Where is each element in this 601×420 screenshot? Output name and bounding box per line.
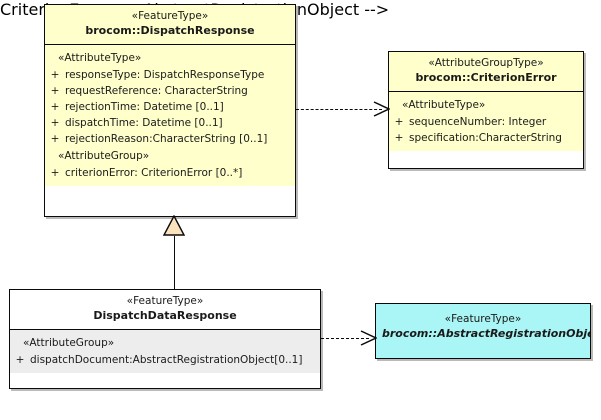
- dependency-line-abstract-registration-object: [321, 338, 369, 339]
- attribute-visibility: +: [50, 167, 60, 179]
- generalization-hollow-triangle-icon: [163, 215, 185, 236]
- class-stereotype: «AttributeGroupType»: [428, 57, 544, 69]
- uml-class-abstract-registration-object[interactable]: «FeatureType» brocom::AbstractRegistrati…: [375, 303, 591, 359]
- attribute-text: rejectionTime: Datetime [0..1]: [65, 101, 224, 113]
- attribute-row[interactable]: + specification:CharacterString: [389, 130, 583, 146]
- attribute-visibility: +: [50, 117, 60, 129]
- compartment-group-label: «AttributeGroup»: [23, 337, 115, 349]
- class-stereotype: «FeatureType»: [444, 313, 522, 325]
- attribute-visibility: +: [50, 69, 60, 81]
- attribute-visibility: +: [50, 85, 60, 97]
- class-header: «FeatureType» brocom::DispatchResponse: [45, 5, 295, 45]
- class-name: brocom::CriterionError: [415, 71, 557, 84]
- generalization-line: [174, 236, 175, 290]
- attribute-row[interactable]: + rejectionTime: Datetime [0..1]: [45, 99, 295, 115]
- attribute-text: requestReference: CharacterString: [65, 85, 248, 97]
- class-stereotype: «FeatureType»: [126, 295, 204, 307]
- attribute-row[interactable]: + sequenceNumber: Integer: [389, 114, 583, 130]
- compartment-group-label: «AttributeType»: [402, 99, 486, 111]
- uml-class-dispatch-response[interactable]: «FeatureType» brocom::DispatchResponse «…: [44, 4, 296, 217]
- attribute-row[interactable]: + dispatchDocument:AbstractRegistrationO…: [10, 352, 320, 368]
- class-body: «AttributeGroup» + dispatchDocument:Abst…: [10, 330, 320, 373]
- open-arrow-icon: [373, 101, 390, 117]
- class-name: DispatchDataResponse: [93, 309, 237, 322]
- attribute-row[interactable]: + requestReference: CharacterString: [45, 83, 295, 99]
- attribute-text: sequenceNumber: Integer: [409, 116, 547, 128]
- attribute-text: responseType: DispatchResponseType: [65, 69, 265, 81]
- class-body: «AttributeType» + responseType: Dispatch…: [45, 45, 295, 186]
- attribute-text: rejectionReason:CharacterString [0..1]: [65, 133, 268, 145]
- attribute-visibility: +: [394, 132, 404, 144]
- class-header: «AttributeGroupType» brocom::CriterionEr…: [389, 52, 583, 92]
- attribute-visibility: +: [15, 354, 25, 366]
- attribute-visibility: +: [50, 101, 60, 113]
- attribute-visibility: +: [50, 133, 60, 145]
- compartment-group-label: «AttributeGroup»: [58, 150, 150, 162]
- class-stereotype: «FeatureType»: [131, 10, 209, 22]
- compartment-group-label: «AttributeType»: [58, 52, 142, 64]
- class-name: brocom::DispatchResponse: [85, 24, 255, 37]
- open-arrow-icon: [360, 330, 377, 346]
- attribute-row[interactable]: + dispatchTime: Datetime [0..1]: [45, 115, 295, 131]
- uml-class-criterion-error[interactable]: «AttributeGroupType» brocom::CriterionEr…: [388, 51, 584, 169]
- class-name: brocom::AbstractRegistrationObject: [382, 327, 591, 340]
- attribute-visibility: +: [394, 116, 404, 128]
- attribute-text: dispatchDocument:AbstractRegistrationObj…: [30, 354, 303, 366]
- attribute-text: specification:CharacterString: [409, 132, 562, 144]
- class-body: «AttributeType» + sequenceNumber: Intege…: [389, 92, 583, 151]
- attribute-text: dispatchTime: Datetime [0..1]: [65, 117, 223, 129]
- class-header: «FeatureType» DispatchDataResponse: [10, 290, 320, 330]
- dependency-line-criterion-error: [296, 109, 382, 110]
- class-header: «FeatureType» brocom::AbstractRegistrati…: [376, 304, 590, 358]
- attribute-text: criterionError: CriterionError [0..*]: [65, 167, 243, 179]
- uml-class-dispatch-data-response[interactable]: «FeatureType» DispatchDataResponse «Attr…: [9, 289, 321, 389]
- attribute-row[interactable]: + responseType: DispatchResponseType: [45, 67, 295, 83]
- attribute-row[interactable]: + criterionError: CriterionError [0..*]: [45, 165, 295, 181]
- attribute-row[interactable]: + rejectionReason:CharacterString [0..1]: [45, 131, 295, 147]
